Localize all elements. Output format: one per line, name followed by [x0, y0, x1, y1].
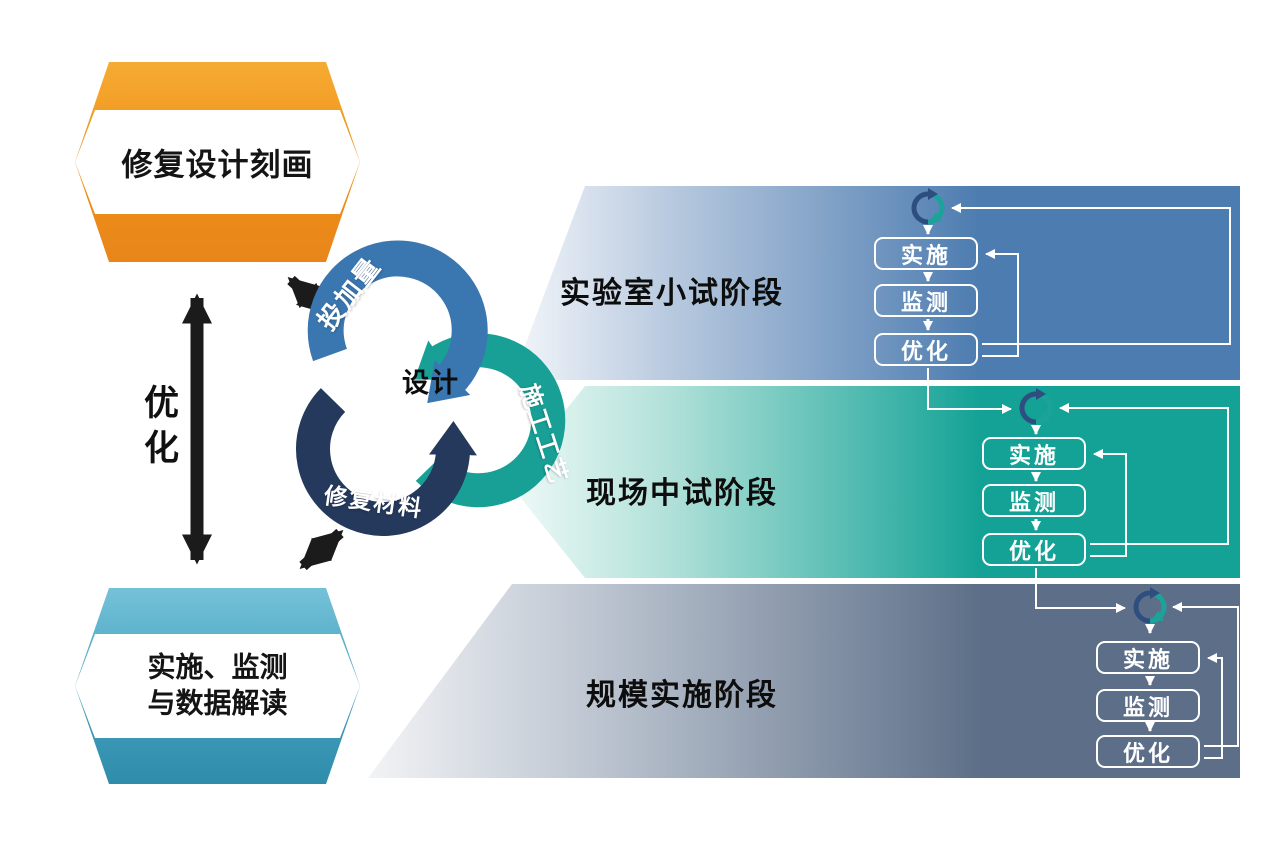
s3-loop-optimize-to-cycle [1172, 602, 1239, 747]
implementation-banner-label: 实施、监测 与数据解读 [75, 650, 360, 723]
s1-loop-optimize-to-implement [982, 249, 1019, 357]
stage-label-lab: 实验室小试阶段 [560, 276, 784, 311]
design-banner-shape [75, 62, 360, 262]
stage2-step-implement: 实施 [982, 437, 1086, 470]
design-banner: 修复设计刻画 [75, 62, 360, 262]
implementation-banner-line2: 与数据解读 [147, 687, 288, 720]
s3-loop-optimize-to-implement [1204, 653, 1223, 759]
implementation-banner-line1: 实施、监测 [147, 650, 288, 684]
stage2-step-monitor: 监测 [982, 484, 1086, 517]
s2-loop-optimize-to-implement [1090, 449, 1127, 557]
stage3-step-implement: 实施 [1096, 641, 1200, 674]
stage3-step-monitor: 监测 [1096, 689, 1200, 722]
design-banner-label: 修复设计刻画 [121, 147, 314, 184]
implementation-banner: 实施、监测 与数据解读 [75, 588, 360, 784]
s2-loop-optimize-to-cycle [1059, 403, 1229, 545]
s2-to-s3-connector [1035, 568, 1126, 613]
stage1-step-optimize: 优化 [874, 333, 978, 366]
cycle-icon [914, 188, 945, 227]
cycle-icon [1022, 388, 1053, 427]
stage2-step-optimize: 优化 [982, 533, 1086, 566]
s1-to-s2-connector [927, 368, 1012, 414]
stage-label-fullscale: 规模实施阶段 [586, 678, 778, 713]
s1-loop-optimize-to-cycle [951, 203, 1231, 345]
cycle-icon [1136, 587, 1167, 626]
implementation-banner-shape [75, 588, 360, 784]
stage-label-pilot: 现场中试阶段 [586, 476, 778, 511]
repair-material-arc-label: 修复材料 [322, 483, 425, 523]
stage3-step-optimize: 优化 [1096, 735, 1200, 768]
construction-process-arc-label: 施工工艺 [514, 380, 574, 489]
stage1-step-implement: 实施 [874, 237, 978, 270]
cycle-to-implementation-arrow [299, 528, 344, 571]
optimize-label: 优化 [138, 384, 178, 474]
design-center-label: 设计 [402, 368, 460, 399]
stage1-step-monitor: 监测 [874, 284, 978, 317]
